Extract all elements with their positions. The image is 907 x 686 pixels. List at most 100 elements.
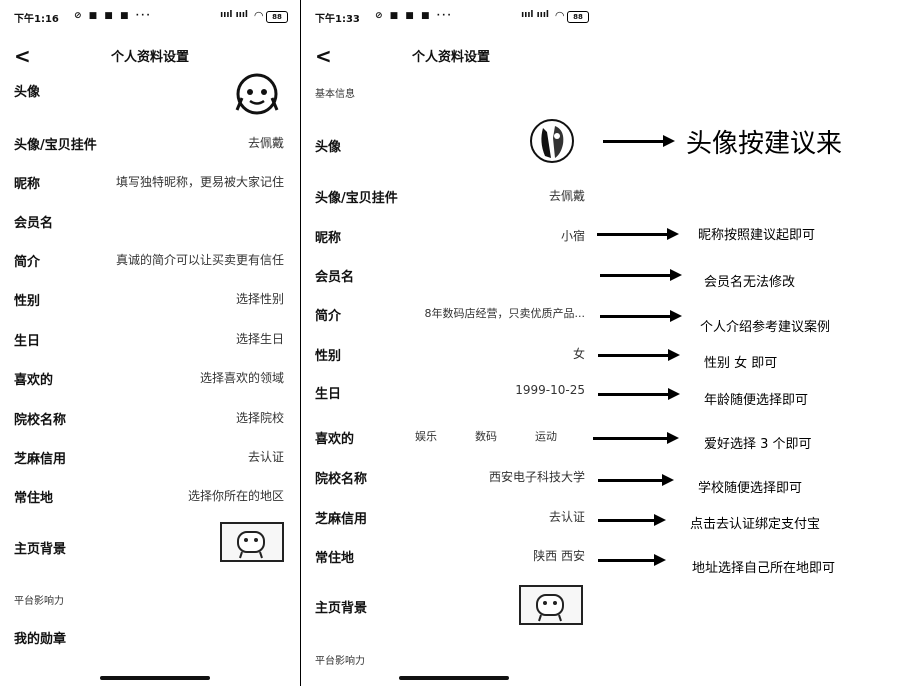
row-value: 选择喜欢的领域 xyxy=(199,371,284,385)
row-residence[interactable]: 常住地 陕西 西安 xyxy=(315,544,585,566)
row-nickname[interactable]: 昵称 填写独特昵称，更易被大家记住 xyxy=(14,170,284,192)
row-avatar[interactable]: 头像 xyxy=(14,78,284,100)
status-bar: 下午1:33 ⊘ ■ ■ ■ ··· ıııl ıııl ◠ 88 xyxy=(315,9,589,25)
row-residence[interactable]: 常住地 选择你所在的地区 xyxy=(14,484,284,506)
page-title: 个人资料设置 xyxy=(411,50,490,65)
annotation-arrow xyxy=(598,554,666,566)
wifi-icon: ◠ xyxy=(555,9,564,22)
row-label: 芝麻信用 xyxy=(14,452,67,467)
annotation-arrow xyxy=(593,432,679,444)
row-value: 选择院校 xyxy=(235,411,284,425)
annotation-arrow xyxy=(598,349,680,361)
row-label: 主页背景 xyxy=(315,601,368,616)
hobby-tag[interactable]: 娱乐 xyxy=(415,430,437,443)
row-label: 头像 xyxy=(14,85,41,100)
status-time: 下午1:16 xyxy=(14,14,59,25)
annotation-arrow xyxy=(600,310,682,322)
annotation-arrow xyxy=(598,388,680,400)
home-indicator[interactable] xyxy=(399,676,509,680)
annotation-arrow xyxy=(600,269,682,281)
row-label: 会员名 xyxy=(14,216,54,231)
home-background-image[interactable] xyxy=(220,522,284,562)
row-value: 选择性别 xyxy=(235,292,284,306)
annotation-arrow xyxy=(598,514,666,526)
avatar-image[interactable] xyxy=(529,118,575,164)
row-label: 常住地 xyxy=(14,491,54,506)
row-value: 女 xyxy=(572,347,585,361)
back-arrow-icon[interactable]: < xyxy=(315,44,332,68)
annotation-note: 点击去认证绑定支付宝 xyxy=(690,517,821,532)
row-label: 主页背景 xyxy=(14,542,67,557)
status-bar: 下午1:16 ⊘ ■ ■ ■ ··· ıııl ıııl ◠ 88 xyxy=(14,9,288,25)
section-platform-influence: 平台影响力 xyxy=(315,656,365,667)
avatar-image[interactable] xyxy=(234,70,280,116)
row-hobbies[interactable]: 喜欢的 娱乐 数码 运动 xyxy=(315,425,585,447)
row-hobbies[interactable]: 喜欢的 选择喜欢的领域 xyxy=(14,366,284,388)
row-birthday[interactable]: 生日 选择生日 xyxy=(14,327,284,349)
row-home-background[interactable]: 主页背景 xyxy=(14,535,284,557)
row-label: 头像/宝贝挂件 xyxy=(315,191,398,206)
row-label: 喜欢的 xyxy=(315,432,355,447)
row-school[interactable]: 院校名称 西安电子科技大学 xyxy=(315,465,585,487)
status-time: 下午1:33 xyxy=(315,14,360,25)
annotation-arrow xyxy=(597,228,679,240)
row-value: 陕西 西安 xyxy=(533,549,585,563)
row-label: 性别 xyxy=(14,294,41,309)
annotation-arrow xyxy=(603,135,675,147)
row-label: 昵称 xyxy=(315,231,342,246)
row-member-name[interactable]: 会员名 xyxy=(14,209,284,231)
row-label: 头像/宝贝挂件 xyxy=(14,138,97,153)
row-gender[interactable]: 性别 女 xyxy=(315,342,585,364)
hobby-tag[interactable]: 运动 xyxy=(535,430,557,443)
annotation-note: 年龄随便选择即可 xyxy=(704,393,809,408)
row-member-name[interactable]: 会员名 xyxy=(315,263,585,285)
row-value: 小宿 xyxy=(560,229,585,243)
row-school[interactable]: 院校名称 选择院校 xyxy=(14,406,284,428)
nav-bar: < 个人资料设置 xyxy=(0,44,300,70)
row-value: 西安电子科技大学 xyxy=(488,470,585,484)
wifi-icon: ◠ xyxy=(254,9,263,22)
row-label: 昵称 xyxy=(14,177,41,192)
row-my-medals[interactable]: 我的勋章 xyxy=(14,625,284,647)
row-label: 生日 xyxy=(14,334,41,349)
hobby-tag[interactable]: 数码 xyxy=(475,430,497,443)
row-nickname[interactable]: 昵称 小宿 xyxy=(315,224,585,246)
nav-bar: < 个人资料设置 xyxy=(301,44,601,70)
signal-icon: ıııl ıııl xyxy=(220,10,248,20)
row-value: 填写独特昵称，更易被大家记住 xyxy=(115,175,284,189)
row-value: 8年数码店经营，只卖优质产品... xyxy=(424,307,586,320)
row-label: 芝麻信用 xyxy=(315,512,368,527)
row-avatar[interactable]: 头像 xyxy=(315,133,585,155)
row-intro[interactable]: 简介 8年数码店经营，只卖优质产品... xyxy=(315,302,585,324)
row-pendant[interactable]: 头像/宝贝挂件 去佩戴 xyxy=(315,184,585,206)
home-background-image[interactable] xyxy=(519,585,583,625)
annotation-note: 个人介绍参考建议案例 xyxy=(700,320,831,335)
section-platform-influence: 平台影响力 xyxy=(14,596,64,607)
row-gender[interactable]: 性别 选择性别 xyxy=(14,287,284,309)
row-sesame-credit[interactable]: 芝麻信用 去认证 xyxy=(315,505,585,527)
row-label: 头像 xyxy=(315,140,342,155)
row-label: 简介 xyxy=(14,255,41,270)
row-label: 院校名称 xyxy=(14,413,67,428)
row-label: 常住地 xyxy=(315,551,355,566)
annotation-note: 学校随便选择即可 xyxy=(698,481,803,496)
row-value: 去认证 xyxy=(247,450,284,464)
back-arrow-icon[interactable]: < xyxy=(14,44,31,68)
row-intro[interactable]: 简介 真诚的简介可以让买卖更有信任 xyxy=(14,248,284,270)
row-label: 性别 xyxy=(315,349,342,364)
annotation-note: 头像按建议来 xyxy=(686,129,843,159)
battery-icon: 88 xyxy=(567,11,589,23)
row-value: 去认证 xyxy=(548,510,585,524)
row-birthday[interactable]: 生日 1999-10-25 xyxy=(315,380,585,402)
row-home-background[interactable]: 主页背景 xyxy=(315,594,585,616)
row-value: 1999-10-25 xyxy=(515,383,585,397)
row-value: 去佩戴 xyxy=(247,136,284,150)
row-label: 简介 xyxy=(315,309,342,324)
home-indicator[interactable] xyxy=(100,676,210,680)
row-value: 选择你所在的地区 xyxy=(187,489,284,503)
signal-icon: ıııl ıııl xyxy=(521,10,549,20)
row-pendant[interactable]: 头像/宝贝挂件 去佩戴 xyxy=(14,131,284,153)
left-phone-screen: 下午1:16 ⊘ ■ ■ ■ ··· ıııl ıııl ◠ 88 < 个人资料… xyxy=(0,0,302,686)
section-basic-info: 基本信息 xyxy=(315,89,355,100)
row-sesame-credit[interactable]: 芝麻信用 去认证 xyxy=(14,445,284,467)
